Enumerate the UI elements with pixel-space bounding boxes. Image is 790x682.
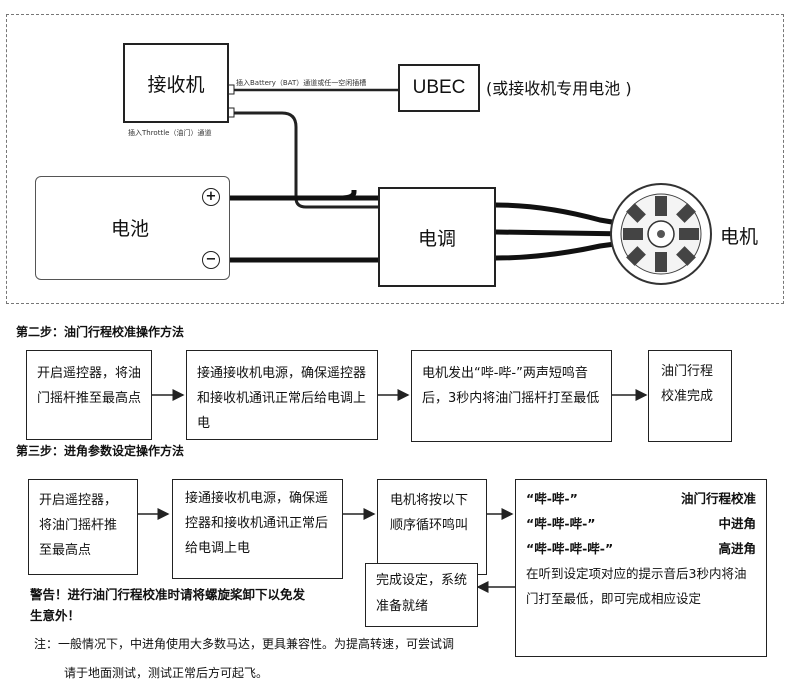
note-line-1: 注：一般情况下，中进角使用大多数马达，更具兼容性。为提高转速，可尝试调 [34, 637, 455, 651]
battery-minus-icon: − [202, 251, 220, 269]
battery-plus-icon: + [202, 188, 220, 206]
tone-meaning: 高进角 [718, 541, 756, 556]
tone-instruction: 在听到设定项对应的提示音后3秒内将油门打至最低，即可完成相应设定 [526, 566, 747, 606]
tone-meaning: 中进角 [718, 516, 756, 531]
receiver-box: 接收机 [123, 43, 229, 123]
tone-row: “哔-哔-哔-” 中进角 [526, 511, 756, 536]
motor-icon [610, 183, 712, 285]
tone-row: “哔-哔-哔-哔-” 高进角 [526, 536, 756, 561]
step3-tone-box: “哔-哔-” 油门行程校准 “哔-哔-哔-” 中进角 “哔-哔-哔-哔-” 高进… [515, 479, 767, 657]
battery-box [35, 176, 230, 280]
ubec-note: (或接收机专用电池 ) [486, 79, 632, 98]
throttle-port-note: 插入Throttle（油门）通道 [128, 129, 212, 137]
step2-box-3: 电机发出“哔-哔-”两声短鸣音后，3秒内将油门摇杆打至最低 [411, 350, 612, 442]
tone-row: “哔-哔-” 油门行程校准 [526, 486, 756, 511]
tone-meaning: 油门行程校准 [680, 491, 756, 506]
step3-box-2: 接通接收机电源，确保遥控器和接收机通讯正常后给电调上电 [172, 479, 343, 579]
step3-box-3: 电机将按以下顺序循环鸣叫 [377, 479, 487, 575]
motor-label: 电机 [720, 226, 759, 248]
battery-label: 电池 [110, 217, 149, 240]
step3-arrows [138, 508, 518, 593]
step2-arrows [152, 389, 648, 401]
battery-port-note: 插入Battery（BAT）通道或任一空闲插槽 [236, 79, 367, 87]
esc-box: 电调 [378, 187, 496, 287]
step3-box-1: 开启遥控器，将油门摇杆推至最高点 [28, 479, 138, 575]
warning-text: 警告！进行油门行程校准时请将螺旋桨卸下以免发生意外！ [30, 587, 306, 623]
note-line-2: 请于地面测试，测试正常后方可起飞。 [64, 666, 269, 680]
wiring-lines [223, 84, 712, 285]
ubec-box: UBEC [398, 64, 480, 112]
step3-finish-box: 完成设定，系统准备就绪 [365, 563, 478, 627]
step3-title: 第三步：进角参数设定操作方法 [16, 444, 185, 458]
tone-sound: “哔-哔-哔-” [526, 516, 596, 531]
step2-box-2: 接通接收机电源，确保遥控器和接收机通讯正常后给电调上电 [186, 350, 378, 440]
wiring-diagram-frame [6, 14, 784, 304]
tone-sound: “哔-哔-哔-哔-” [526, 541, 614, 556]
step2-box-4: 油门行程校准完成 [648, 350, 732, 442]
step2-title: 第二步：油门行程校准操作方法 [16, 325, 185, 339]
tone-sound: “哔-哔-” [526, 491, 578, 506]
step2-box-1: 开启遥控器，将油门摇杆推至最高点 [26, 350, 152, 440]
